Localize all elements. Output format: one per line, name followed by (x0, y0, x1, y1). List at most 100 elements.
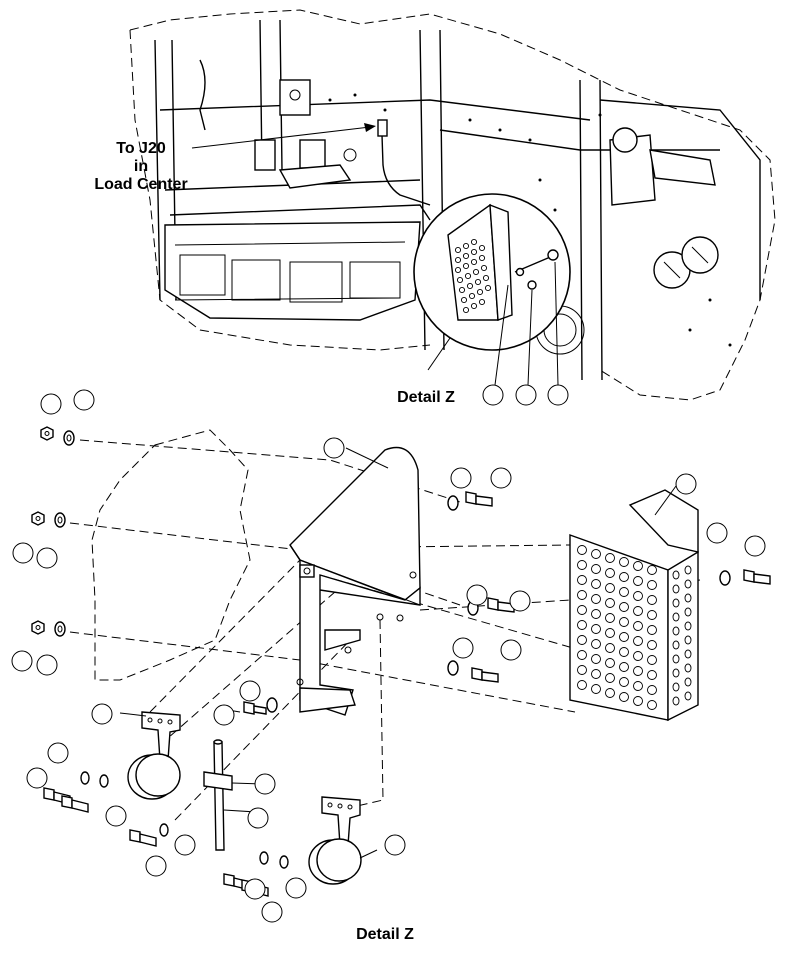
callout-circle (47, 742, 69, 764)
grille-hole (577, 665, 587, 675)
grille-hole (684, 593, 692, 603)
grille-hole (684, 607, 692, 617)
grille-hole (633, 651, 643, 661)
grille-hole (619, 572, 629, 582)
callout-circle (482, 384, 504, 406)
grille-hole (633, 696, 643, 706)
callout-circle (11, 650, 33, 672)
grille-hole (672, 696, 680, 706)
grille-hole (684, 579, 692, 589)
callout-circle (73, 389, 95, 411)
grille-hole (591, 624, 601, 634)
grille-hole (591, 654, 601, 664)
grille-hole (647, 640, 657, 650)
callout-circle (12, 542, 34, 564)
grille-hole (577, 635, 587, 645)
grille-hole (633, 576, 643, 586)
callout-circle (254, 773, 276, 795)
callout-circle (244, 878, 266, 900)
callout-circle (26, 767, 48, 789)
grille-hole (591, 669, 601, 679)
grille-hole (591, 549, 601, 559)
grille-hole (605, 628, 615, 638)
grille-hole (672, 640, 680, 650)
callout-circle (450, 467, 472, 489)
grille-hole (577, 590, 587, 600)
grille-hole (672, 584, 680, 594)
callout-circle (174, 834, 196, 856)
detail-leaders (494, 261, 559, 386)
grille-hole (647, 685, 657, 695)
to-j20-line-3: Load Center (94, 176, 188, 193)
grille-hole (633, 621, 643, 631)
grille-hole (633, 666, 643, 676)
grille-hole (684, 635, 692, 645)
detail-z-label-top: Detail Z (397, 389, 455, 406)
grille-hole (647, 625, 657, 635)
callout-circle (466, 584, 488, 606)
grille-hole (591, 609, 601, 619)
grille-hole (577, 620, 587, 630)
callout-circle (500, 639, 522, 661)
grille-hole (619, 692, 629, 702)
grille-hole (605, 643, 615, 653)
to-j20-line-1: To J20 (116, 140, 166, 157)
callout-circle (384, 834, 406, 856)
callout-circle (261, 901, 283, 923)
left-hardware (31, 426, 75, 637)
callout-circle (36, 654, 58, 676)
grille-hole (605, 583, 615, 593)
grille-hole (633, 561, 643, 571)
cover-bracket (289, 446, 421, 716)
grille-hole (633, 636, 643, 646)
grille-hole (647, 595, 657, 605)
left-lamp (43, 711, 181, 813)
perforated-grille (569, 489, 699, 722)
grille-hole (684, 663, 692, 673)
bolt-hardware (243, 491, 771, 715)
callout-circle (239, 680, 261, 702)
callout-circles (11, 384, 766, 923)
grille-hole (647, 610, 657, 620)
grille-hole (605, 613, 615, 623)
grille-hole (577, 650, 587, 660)
callout-circle (40, 393, 62, 415)
to-j20-line-2: in (133, 158, 149, 175)
grille-hole (633, 591, 643, 601)
grille-hole (633, 606, 643, 616)
grille-hole (647, 565, 657, 575)
callout-circle (547, 384, 569, 406)
grille-hole (605, 658, 615, 668)
grille-hole (591, 684, 601, 694)
grille-hole (605, 553, 615, 563)
grille-hole (577, 605, 587, 615)
callout-circle (706, 522, 728, 544)
grille-hole (684, 691, 692, 701)
j20-leader-arrow (191, 123, 376, 149)
callout-circle (744, 535, 766, 557)
grille-hole (647, 580, 657, 590)
callout-circle (105, 805, 127, 827)
callout-circle (247, 807, 269, 829)
exploded-view (31, 426, 771, 897)
grille-hole (577, 560, 587, 570)
callout-circle (285, 877, 307, 899)
grille-hole (577, 680, 587, 690)
grille-hole (619, 647, 629, 657)
harness-rod (129, 739, 233, 851)
grille-hole (605, 568, 615, 578)
grille-hole (684, 649, 692, 659)
rivet-dots (328, 93, 732, 347)
grille-hole (672, 612, 680, 622)
grille-hole (684, 565, 692, 575)
callout-circle (675, 473, 697, 495)
grille-hole (672, 570, 680, 580)
callout-circle (515, 384, 537, 406)
detail-z-magnifier (413, 193, 571, 371)
grille-hole (591, 579, 601, 589)
grille-hole (647, 670, 657, 680)
grille-hole (672, 668, 680, 678)
grille-hole (591, 639, 601, 649)
